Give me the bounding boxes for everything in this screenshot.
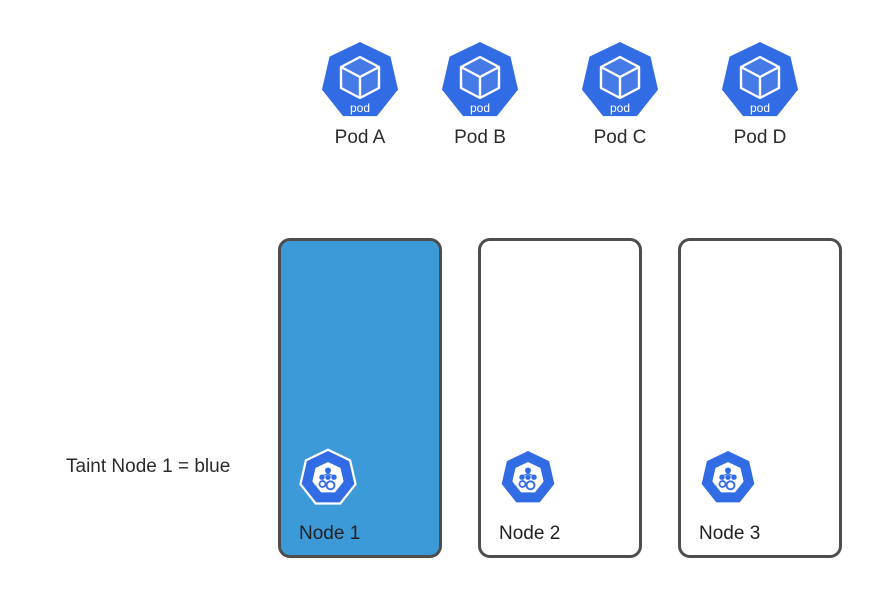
kubernetes-pod-icon: pod (717, 42, 803, 120)
kubernetes-node-icon (497, 447, 559, 509)
pod-b[interactable]: pod Pod B (437, 42, 523, 149)
node-label: Node 3 (699, 523, 761, 544)
kubernetes-pod-icon: pod (577, 42, 663, 120)
node-label: Node 2 (499, 523, 561, 544)
pod-c[interactable]: pod Pod C (577, 42, 663, 149)
kubernetes-node-icon (697, 447, 759, 509)
taint-annotation-label: Taint Node 1 = blue (66, 456, 231, 477)
pod-label: Pod C (593, 127, 647, 148)
node-box-3[interactable]: Node 3 (678, 238, 842, 558)
pod-label: Pod A (334, 127, 386, 148)
kubernetes-node-icon (297, 447, 359, 509)
pod-label: Pod B (454, 127, 506, 148)
pod-label: Pod D (733, 127, 787, 148)
pod-d[interactable]: pod Pod D (717, 42, 803, 149)
kubernetes-pod-icon: pod (437, 42, 523, 120)
node-box-1[interactable]: Node 1 (278, 238, 442, 558)
svg-text:pod: pod (350, 101, 370, 115)
svg-text:pod: pod (610, 101, 630, 115)
node-box-2[interactable]: Node 2 (478, 238, 642, 558)
kubernetes-pod-icon: pod (317, 42, 403, 120)
pod-a[interactable]: pod Pod A (317, 42, 403, 149)
node-label: Node 1 (299, 523, 361, 544)
svg-text:pod: pod (470, 101, 490, 115)
svg-text:pod: pod (750, 101, 770, 115)
